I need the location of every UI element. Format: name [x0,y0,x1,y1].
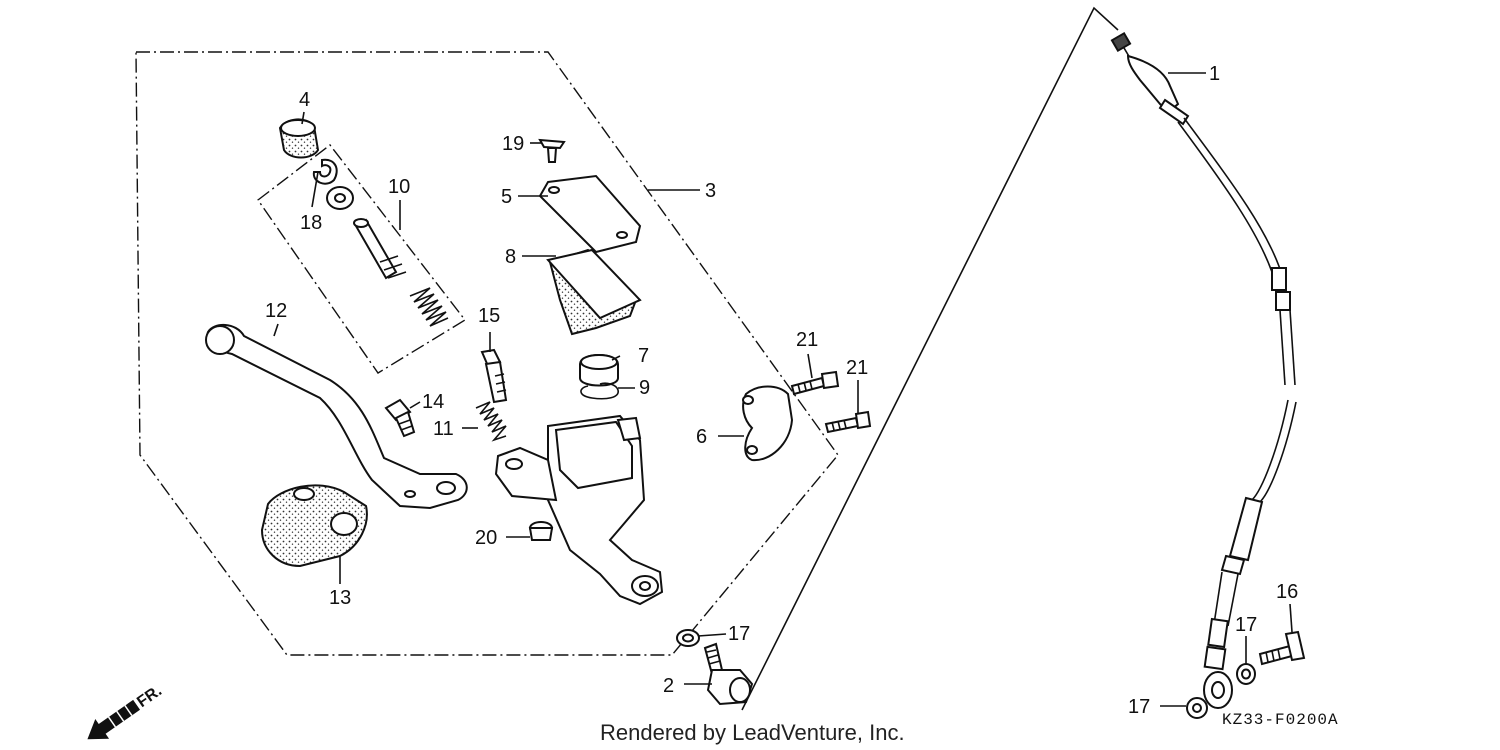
piston-washer[interactable] [326,186,354,210]
piston-kit-outline [257,144,467,374]
callout-9: 9 [639,377,650,399]
callout-7: 7 [638,345,649,367]
callout-5: 5 [501,186,512,208]
callout-19: 19 [502,133,524,155]
reservoir-diaphragm[interactable] [546,248,642,336]
callout-10: 10 [388,176,410,198]
hose-oil-bolt[interactable] [1258,630,1306,666]
handlebar-holder[interactable] [742,385,794,462]
callout-labels: 1 2 3 4 5 6 7 8 9 10 11 12 13 14 15 16 1… [265,63,1298,718]
callout-15: 15 [478,305,500,327]
callout-21-lower: 21 [846,357,868,379]
callout-17-lower: 17 [1128,696,1150,718]
clutch-hose[interactable] [1110,31,1297,709]
callout-1: 1 [1209,63,1220,85]
master-cylinder-assembly-outline [135,51,839,656]
lever-cover[interactable] [260,484,368,568]
lever-spring[interactable] [475,401,507,442]
callout-16: 16 [1276,581,1298,603]
lever-pivot-bolt[interactable] [480,348,508,404]
callout-13: 13 [329,587,351,609]
reservoir-cap[interactable] [538,174,642,254]
credit-text: Rendered by LeadVenture, Inc. [600,720,905,745]
front-direction-indicator: FR. [87,682,165,740]
callout-4: 4 [299,89,310,111]
leader-lines [273,72,1293,707]
callout-6: 6 [696,426,707,448]
callout-2: 2 [663,675,674,697]
master-cylinder-piston[interactable] [353,218,407,280]
hose-connection-line [741,6,1119,711]
callout-3: 3 [705,180,716,202]
fr-label: FR. [134,682,165,711]
bleeder-cap[interactable] [528,521,554,541]
banjo-bolt[interactable] [703,642,754,706]
sealing-washer-lower[interactable] [1186,697,1208,719]
master-cylinder-body[interactable] [494,414,664,606]
reservoir-float[interactable] [579,354,619,387]
reservoir-boot[interactable] [278,118,320,159]
callout-17-mid: 17 [1235,614,1257,636]
snap-ring[interactable] [580,382,619,400]
circlip[interactable] [312,158,338,185]
clutch-lever[interactable] [205,324,468,510]
callout-17-upper: 17 [728,623,750,645]
diagram-code: KZ33-F0200A [1222,711,1339,729]
callout-20: 20 [475,527,497,549]
callout-14: 14 [422,391,444,413]
sealing-washer-mid[interactable] [1236,663,1256,685]
reservoir-cap-screw[interactable] [538,138,566,163]
front-arrow-icon [87,699,141,740]
callout-12: 12 [265,300,287,322]
lever-adjuster[interactable] [384,398,416,438]
callout-21-upper: 21 [796,329,818,351]
callout-11: 11 [433,418,454,440]
callout-8: 8 [505,246,516,268]
callout-18: 18 [300,212,322,234]
holder-bolt-lower[interactable] [824,410,872,434]
holder-bolt-upper[interactable] [790,370,840,396]
piston-spring[interactable] [409,287,449,327]
sealing-washer-upper[interactable] [676,629,700,647]
